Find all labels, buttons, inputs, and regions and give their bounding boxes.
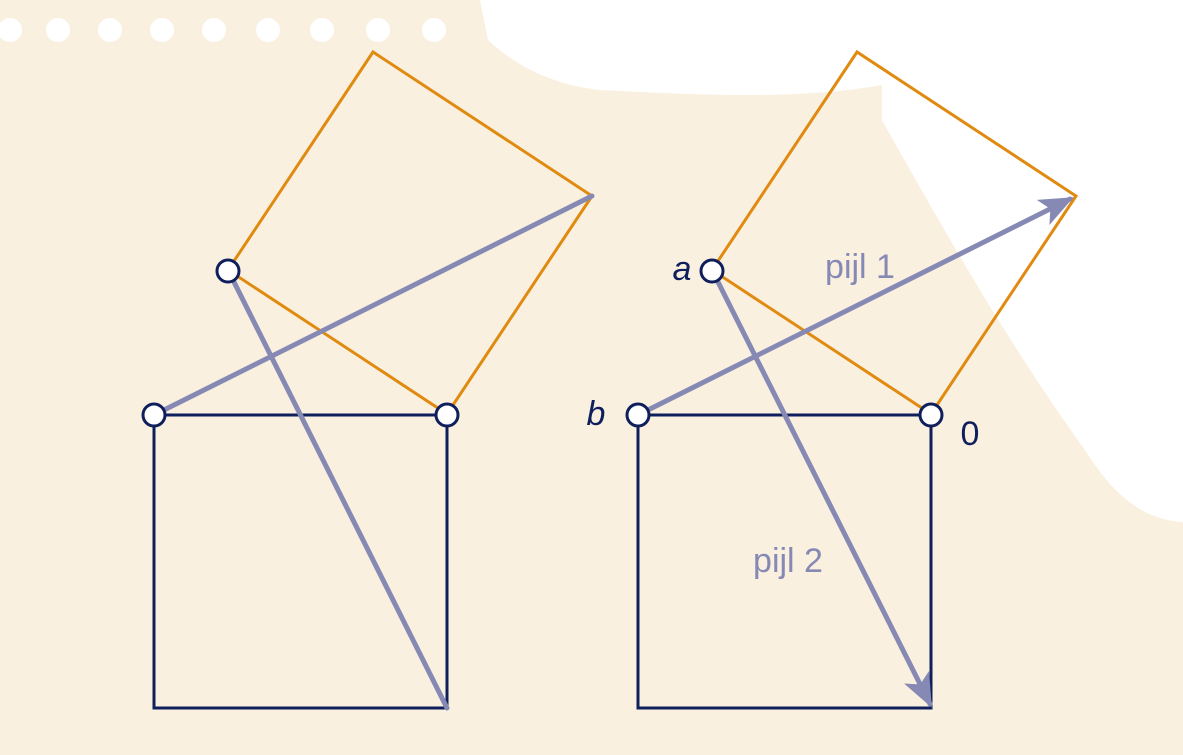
left-point-bottom-left xyxy=(141,402,167,428)
arrow-1 xyxy=(635,196,1074,418)
arrow-2 xyxy=(709,267,933,708)
label-b: b xyxy=(587,395,606,433)
paper-hole xyxy=(98,18,122,42)
right-figure: a b 0 pijl 1 pijl 2 xyxy=(587,49,1079,710)
label-zero: 0 xyxy=(961,415,980,453)
left-diagonal-line-1 xyxy=(151,193,595,418)
paper-hole xyxy=(202,18,226,42)
left-diagonal-line-2 xyxy=(225,267,450,711)
paper-hole xyxy=(0,18,22,42)
point-b xyxy=(625,402,651,428)
label-a: a xyxy=(673,250,692,288)
paper-hole xyxy=(310,18,334,42)
left-point-bottom-right xyxy=(434,402,460,428)
point-zero xyxy=(918,402,944,428)
label-arrow-2: pijl 2 xyxy=(753,542,823,580)
paper-hole xyxy=(150,18,174,42)
paper-hole xyxy=(256,18,280,42)
label-arrow-1: pijl 1 xyxy=(825,248,895,286)
point-a xyxy=(699,258,725,284)
paper-holes xyxy=(0,18,446,42)
paper-hole xyxy=(422,18,446,42)
paper-hole xyxy=(366,18,390,42)
left-point-top xyxy=(215,258,241,284)
paper-hole xyxy=(46,18,70,42)
right-rotated-square xyxy=(709,49,1079,417)
left-figure xyxy=(141,49,595,711)
